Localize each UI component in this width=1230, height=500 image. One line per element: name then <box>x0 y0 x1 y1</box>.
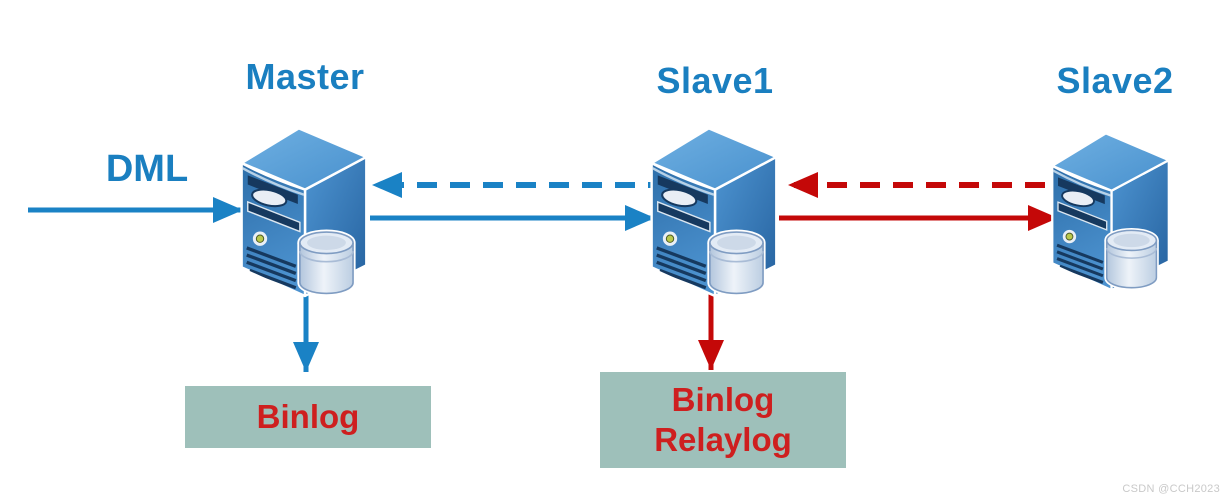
binlog-box: Binlog <box>185 386 431 448</box>
binlog-relaylog-box-line1: Binlog <box>671 380 775 418</box>
slave2-server-icon <box>1048 120 1175 292</box>
slave1-server-icon <box>647 114 783 298</box>
binlog-relaylog-box: Binlog Relaylog <box>600 372 846 468</box>
watermark: CSDN @CCH2023 <box>1122 483 1220 495</box>
binlog-relaylog-box-line2: Relaylog <box>654 421 792 458</box>
slave1-label: Slave1 <box>656 60 774 101</box>
master-label: Master <box>245 56 365 97</box>
slave2-label: Slave2 <box>1056 60 1174 101</box>
master-server-icon <box>237 114 373 298</box>
dml-label: DML <box>105 148 189 190</box>
binlog-box-label: Binlog <box>256 397 360 435</box>
